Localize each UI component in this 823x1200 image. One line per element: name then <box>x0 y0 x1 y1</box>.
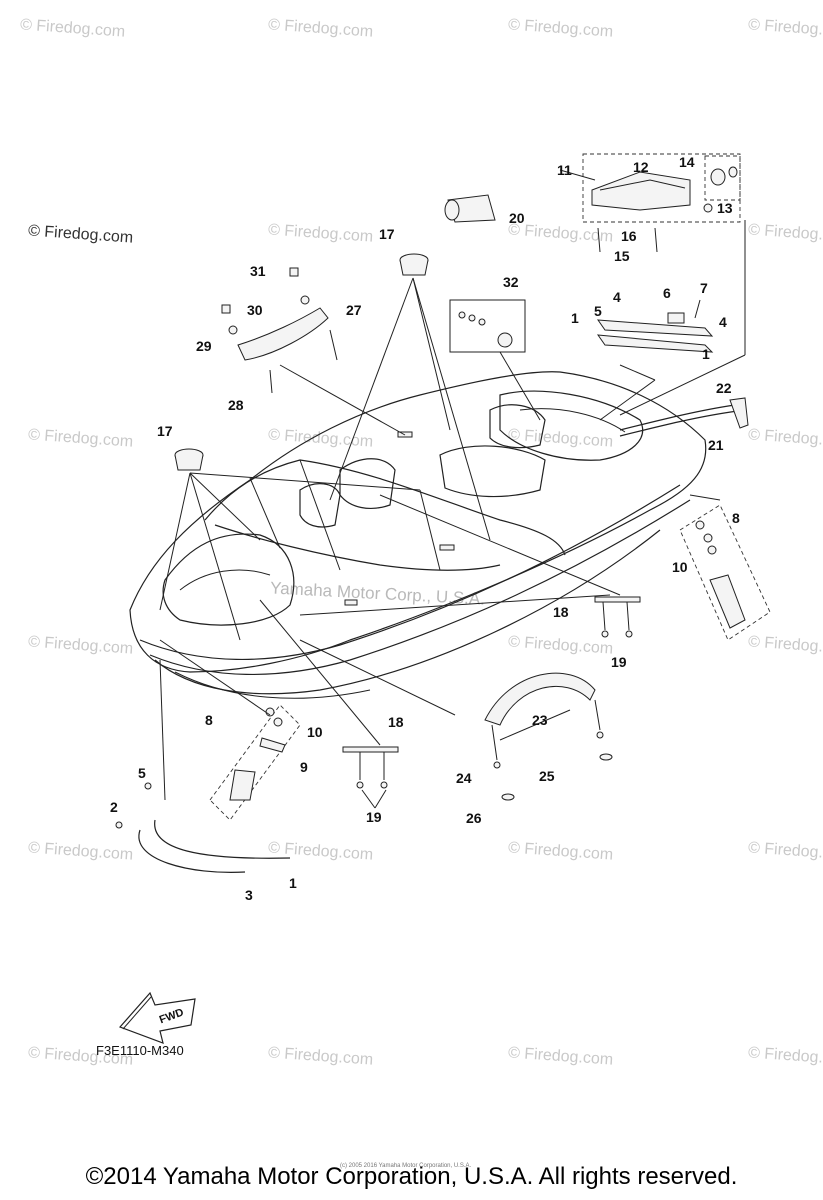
callout-8: 8 <box>205 712 213 728</box>
callout-18: 18 <box>553 604 569 620</box>
callout-1: 1 <box>702 346 710 362</box>
callout-19: 19 <box>366 809 382 825</box>
callout-2: 2 <box>110 799 118 815</box>
callout-1: 1 <box>289 875 297 891</box>
part-20 <box>444 194 496 223</box>
callout-3: 3 <box>245 887 253 903</box>
callout-4: 4 <box>613 289 621 305</box>
part-21-rail <box>619 397 749 437</box>
callout-10: 10 <box>672 559 688 575</box>
callout-23: 23 <box>532 712 548 728</box>
callout-15: 15 <box>614 248 630 264</box>
part-17-cup-holder-lower <box>159 448 421 641</box>
callout-19: 19 <box>611 654 627 670</box>
callout-18: 18 <box>388 714 404 730</box>
callout-8: 8 <box>732 510 740 526</box>
part-18-left <box>259 599 399 809</box>
callout-4: 4 <box>719 314 727 330</box>
part-17-cup-holder-upper <box>329 253 491 541</box>
callout-28: 28 <box>228 397 244 413</box>
boat-hull <box>129 371 707 699</box>
callout-30: 30 <box>247 302 263 318</box>
callout-26: 26 <box>466 810 482 826</box>
part-32-kit <box>449 299 541 421</box>
callout-7: 7 <box>700 280 708 296</box>
part-27-grab-handle <box>221 267 406 436</box>
part-8-left <box>159 639 301 821</box>
callout-5: 5 <box>138 765 146 781</box>
part-4-rails <box>596 220 746 421</box>
callout-5: 5 <box>594 303 602 319</box>
callout-12: 12 <box>633 159 649 175</box>
callout-31: 31 <box>250 263 266 279</box>
callout-16: 16 <box>621 228 637 244</box>
callout-32: 32 <box>503 274 519 290</box>
callout-9: 9 <box>300 759 308 775</box>
callout-6: 6 <box>663 285 671 301</box>
callout-21: 21 <box>708 437 724 453</box>
callout-13: 13 <box>717 200 733 216</box>
part-1-hose <box>115 659 291 873</box>
part-23-tow-bar <box>299 639 613 801</box>
tiny-copyright: (c) 2005 2016 Yamaha Motor Corporation, … <box>340 1163 472 1169</box>
callout-22: 22 <box>716 380 732 396</box>
callout-11: 11 <box>557 162 572 178</box>
fwd-arrow-icon: FWD <box>118 991 196 1044</box>
callout-1: 1 <box>571 310 579 326</box>
part-18-right <box>299 494 641 638</box>
part-8-right <box>679 494 771 641</box>
callout-14: 14 <box>679 154 695 170</box>
callout-24: 24 <box>456 770 472 786</box>
callout-27: 27 <box>346 302 362 318</box>
callout-29: 29 <box>196 338 212 354</box>
callout-10: 10 <box>307 724 323 740</box>
callout-17: 17 <box>157 423 173 439</box>
diagram-code: F3E1110-M340 <box>96 1043 184 1058</box>
callout-17: 17 <box>379 226 395 242</box>
callout-20: 20 <box>509 210 525 226</box>
copyright-footer: ©2014 Yamaha Motor Corporation, U.S.A. A… <box>85 1163 738 1190</box>
part-11-group <box>559 153 741 253</box>
callout-25: 25 <box>539 768 555 784</box>
